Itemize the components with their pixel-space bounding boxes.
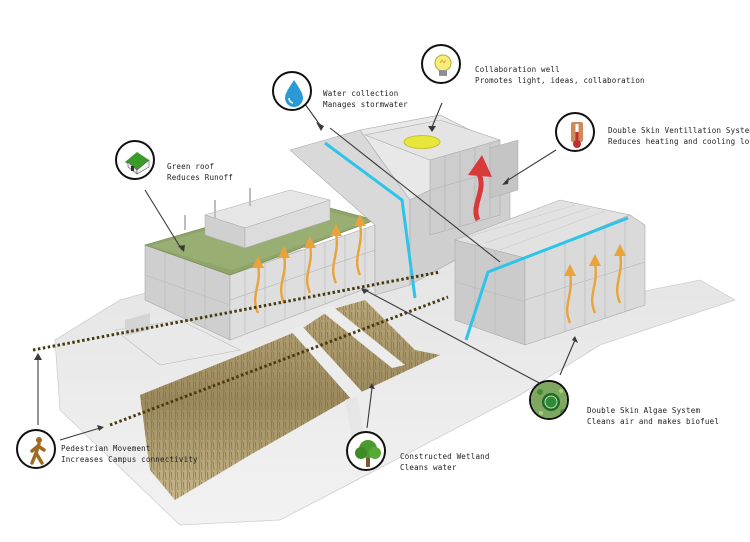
algae-title: Double Skin Algae System (587, 406, 701, 415)
pedestrian-subtitle: Increases Campus connectivity (61, 455, 198, 464)
water-collection-lines (324, 141, 629, 341)
light-bulb-icon (421, 44, 461, 84)
green-roof-house-icon (115, 140, 155, 180)
heat-exhaust-arrowhead (468, 155, 492, 177)
collaboration-well-callout: Collaboration well Promotes light, ideas… (475, 64, 645, 86)
green-roof-subtitle: Reduces Runoff (167, 173, 234, 182)
wetland-title: Constructed Wetland (400, 452, 490, 461)
algae-icon (529, 380, 569, 420)
algae-callout: Double Skin Algae System Cleans air and … (587, 405, 719, 427)
water-collection-title: Water collection (323, 89, 399, 98)
wetland-subtitle: Cleans water (400, 463, 457, 472)
pedestrian-icon (16, 429, 56, 469)
water-collection-subtitle: Manages stormwater (323, 100, 408, 109)
left-wing (114, 188, 376, 366)
pedestrian-title: Pedestrian Movement (61, 444, 151, 453)
ventilation-callout: Double Skin Ventillation System Reduces … (608, 125, 750, 147)
green-roof-callout: Green roof Reduces Runoff (167, 161, 233, 183)
thermometer-icon (555, 112, 595, 152)
collaboration-well-skylight (403, 135, 441, 149)
water-drop-icon (272, 71, 312, 111)
leader-arrowheads (34, 122, 578, 431)
wetland-callout: Constructed Wetland Cleans water (400, 451, 490, 473)
constructed-wetland (140, 300, 440, 500)
pedestrian-paths (32, 270, 449, 427)
ventilation-title: Double Skin Ventillation System (608, 126, 750, 135)
central-block (289, 114, 519, 296)
leader-lines (37, 96, 576, 441)
collaboration-well-subtitle: Promotes light, ideas, collaboration (475, 76, 645, 85)
algae-subtitle: Cleans air and makes biofuel (587, 417, 720, 426)
heat-exhaust-arrow (473, 170, 484, 222)
airflow-arrows (253, 222, 623, 324)
ventilation-subtitle: Reduces heating and cooling load (608, 137, 750, 146)
water-collection-callout: Water collection Manages stormwater (323, 88, 408, 110)
collaboration-well-title: Collaboration well (475, 65, 560, 74)
green-roof-title: Green roof (167, 162, 215, 171)
tree-icon (346, 431, 386, 471)
pedestrian-callout: Pedestrian Movement Increases Campus con… (61, 443, 198, 465)
airflow-arrowheads (252, 214, 626, 276)
